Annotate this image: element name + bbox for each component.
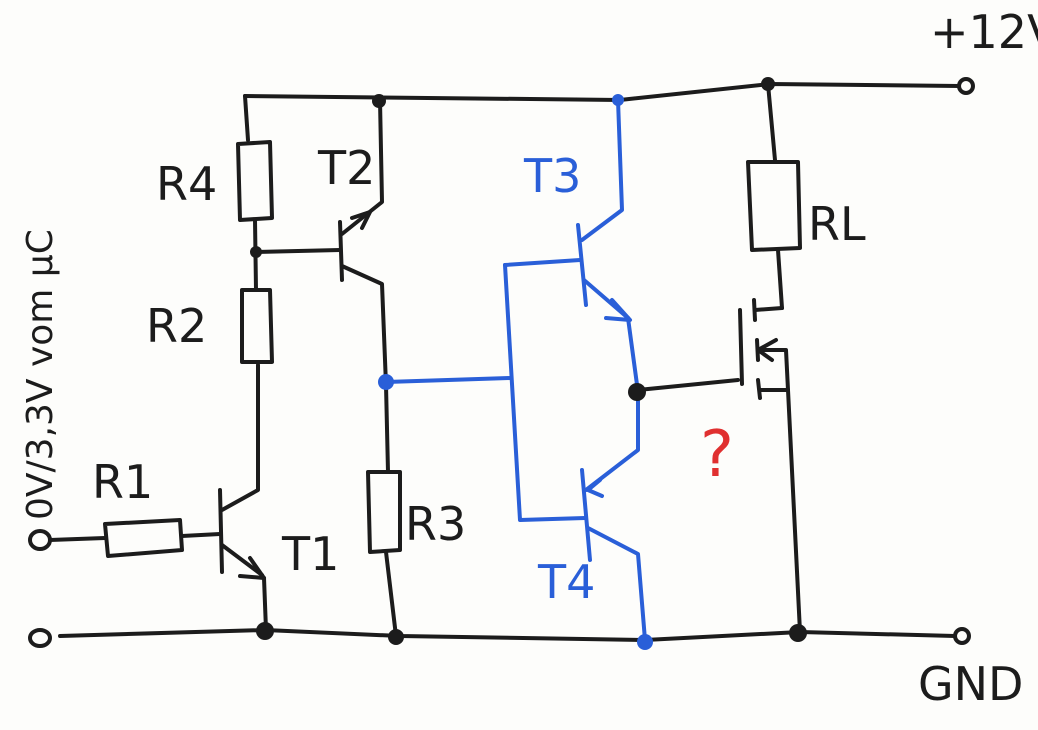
- resistor-r4: [236, 140, 274, 222]
- label-supply: +12V: [930, 5, 1038, 59]
- junction-mosfet-ground: [789, 624, 807, 642]
- junction-t4-ground: [637, 634, 653, 650]
- label-question: ?: [700, 418, 734, 492]
- label-r4: R4: [156, 157, 217, 211]
- mosfet: [636, 298, 807, 642]
- label-input: 0V/3,3V vom μC: [20, 229, 61, 520]
- ground-rail: [28, 627, 971, 648]
- label-t3: T3: [523, 149, 581, 203]
- resistor-r3: [366, 470, 402, 554]
- resistor-r2: [240, 288, 274, 364]
- label-r2: R2: [146, 299, 207, 353]
- junction-t3-collector: [612, 94, 624, 106]
- input-terminal: [28, 529, 52, 551]
- ground-terminal: [953, 627, 971, 645]
- label-ground: GND: [918, 657, 1023, 711]
- resistor-rl: [746, 160, 802, 252]
- junction-t1-emitter: [256, 622, 274, 640]
- label-r1: R1: [92, 455, 153, 509]
- load-branch: [746, 77, 802, 310]
- junction-t2-emitter: [372, 94, 386, 108]
- label-rl: RL: [808, 197, 866, 251]
- resistor-r1: [103, 518, 184, 558]
- r2-r4-branch: [236, 94, 342, 364]
- label-t2: T2: [317, 141, 375, 195]
- label-t4: T4: [537, 555, 595, 609]
- transistor-t1: [218, 363, 274, 640]
- r3-branch: [366, 383, 404, 645]
- transistor-t3: [576, 94, 640, 394]
- supply-rail: [243, 77, 975, 102]
- transistor-t2: [338, 94, 388, 387]
- label-r3: R3: [405, 497, 466, 551]
- junction-r3-ground: [388, 629, 404, 645]
- push-pull-stage: [378, 94, 653, 650]
- input-branch: [28, 518, 222, 558]
- input-ground-terminal: [28, 628, 52, 648]
- junction-push-pull-out: [628, 383, 646, 401]
- supply-terminal: [957, 77, 975, 95]
- label-t1: T1: [281, 527, 339, 581]
- transistor-t4: [580, 390, 653, 650]
